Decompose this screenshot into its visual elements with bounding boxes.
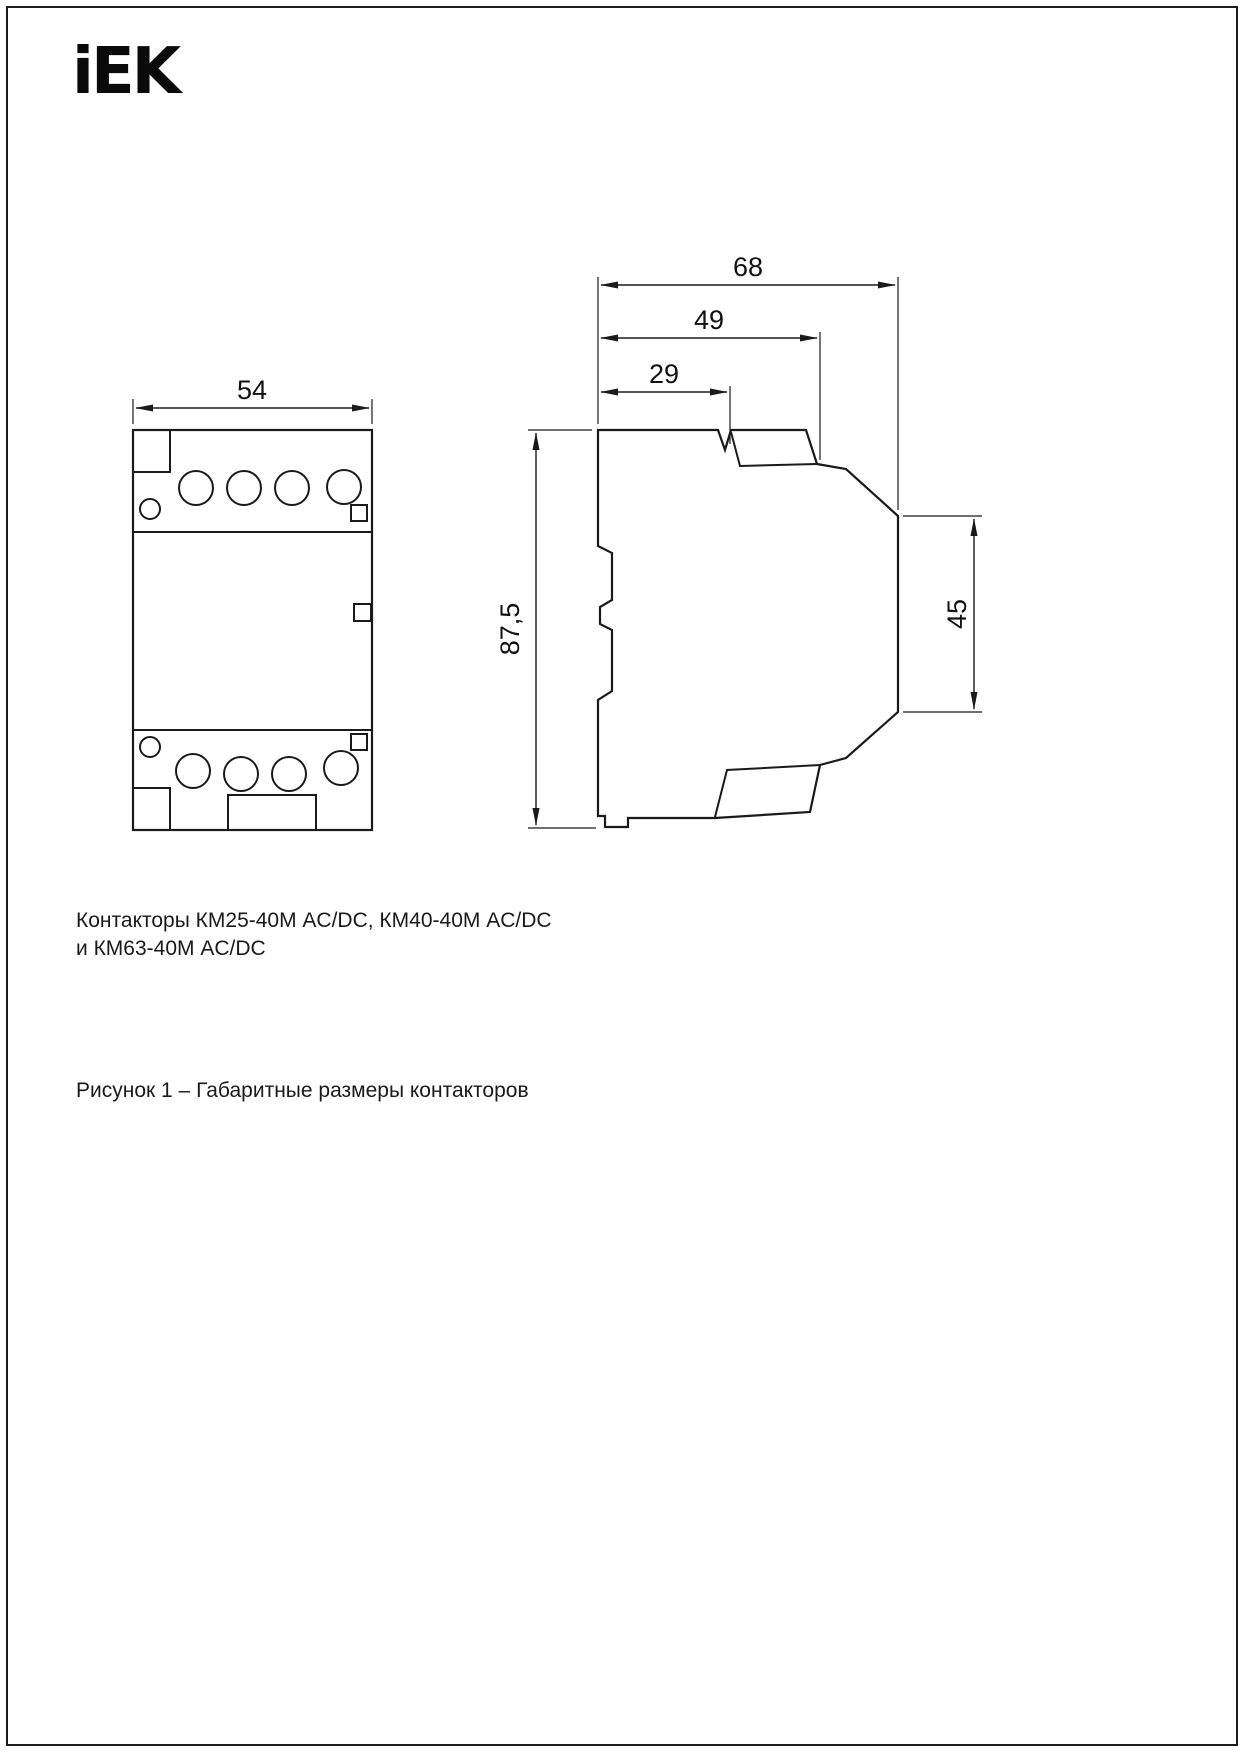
dim-label-87-5: 87,5 — [495, 603, 525, 656]
terminal-screw — [323, 750, 359, 786]
dim-depth-rail: 29 — [600, 359, 731, 444]
dim-label-54: 54 — [237, 375, 267, 405]
terminal-screw — [175, 753, 211, 789]
front-view-body — [131, 428, 374, 832]
dim-depth-total: 68 — [597, 252, 899, 510]
front-bottom-center-tab — [227, 794, 317, 830]
terminal-screw — [223, 756, 259, 792]
dim-label-29: 29 — [649, 359, 679, 389]
side-view-profile — [596, 428, 900, 829]
terminal-screw — [178, 470, 214, 506]
iek-logo: iEK — [72, 35, 181, 109]
terminal-screw — [326, 469, 362, 505]
front-indicator-window-top — [350, 504, 368, 522]
front-top-left-tab — [133, 430, 171, 473]
models-caption-line1: Контакторы КМ25-40М AC/DC, КМ40-40М AC/D… — [76, 909, 552, 932]
front-indicator-window-middle — [353, 603, 372, 622]
front-view — [131, 428, 374, 832]
dim-front-width: 54 — [132, 375, 373, 424]
front-small-hole-bottom — [139, 736, 161, 758]
dim-label-49: 49 — [694, 305, 724, 335]
dim-label-68: 68 — [733, 252, 763, 282]
dim-height: 87,5 — [495, 429, 596, 829]
side-view — [596, 428, 900, 829]
front-bottom-left-tab — [133, 787, 171, 830]
side-top-bevel-line — [730, 431, 818, 468]
front-indicator-window-bottom — [350, 733, 368, 751]
side-bottom-bevel-line — [714, 764, 821, 818]
dim-label-45: 45 — [942, 599, 972, 629]
terminal-screw — [226, 470, 262, 506]
front-small-hole-top — [139, 498, 161, 520]
terminal-screw — [274, 470, 310, 506]
dim-depth-front: 49 — [600, 305, 821, 460]
terminal-screw — [271, 756, 307, 792]
models-caption-line2: и КМ63-40М AC/DC — [76, 937, 266, 960]
figure-caption: Рисунок 1 – Габаритные размеры контактор… — [76, 1079, 529, 1102]
dim-rail-section-height: 45 — [903, 515, 982, 713]
